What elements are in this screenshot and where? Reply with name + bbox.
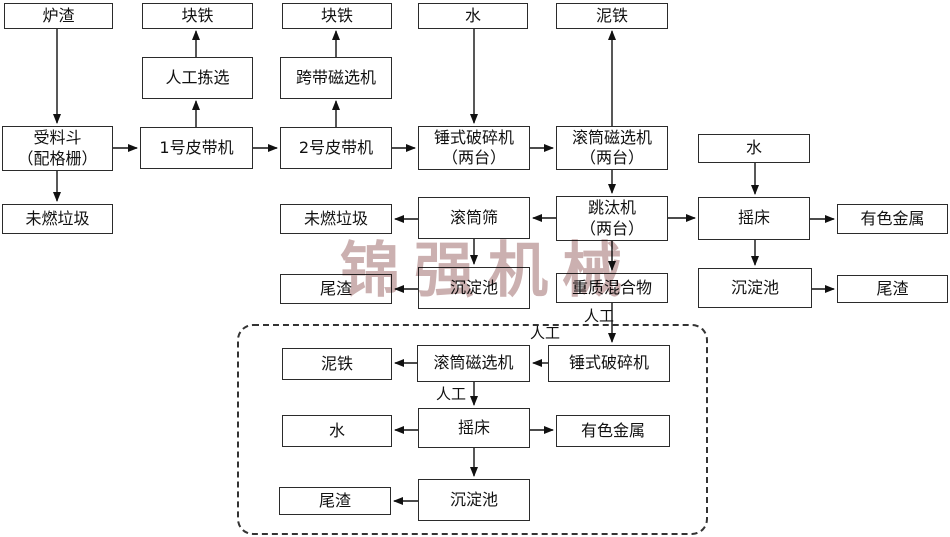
node-heavy-mixture: 重质混合物 (556, 273, 668, 303)
manual-transfer-label-3: 人工 (436, 385, 467, 403)
node-tailings-2: 尾渣 (837, 275, 948, 303)
node-manual-sorting: 人工拣选 (142, 57, 253, 99)
node-drum-screen: 滚筒筛 (418, 197, 530, 239)
node-shaking-table-1: 摇床 (698, 197, 810, 240)
node-belt-conveyor-1: 1号皮带机 (140, 127, 253, 169)
node-drum-magnetic-separator-1: 滚筒磁选机 （两台） (556, 126, 668, 170)
node-sedimentation-pool-1: 沉淀池 (418, 267, 530, 309)
node-water-1: 水 (418, 3, 528, 29)
node-lump-iron-1: 块铁 (142, 3, 253, 29)
node-shaking-table-2: 摇床 (418, 408, 530, 448)
node-sedimentation-pool-3: 沉淀池 (418, 479, 530, 521)
node-drum-magnetic-separator-2: 滚筒磁选机 (417, 345, 530, 382)
node-lump-iron-2: 块铁 (282, 3, 392, 29)
node-receiving-hopper: 受料斗 （配格栅） (2, 126, 113, 171)
node-mud-iron-2: 泥铁 (282, 348, 392, 380)
node-belt-conveyor-2: 2号皮带机 (280, 127, 392, 169)
node-jig-machine: 跳汰机 （两台） (556, 196, 668, 241)
manual-transfer-label-1: 人工 (584, 307, 615, 325)
node-hammer-crusher-1: 锤式破碎机 （两台） (418, 126, 530, 170)
manual-reprocessing-group (237, 324, 708, 535)
node-tailings-3: 尾渣 (279, 487, 391, 515)
node-tailings-1: 尾渣 (280, 274, 392, 304)
node-nonferrous-metal-1: 有色金属 (837, 204, 948, 234)
node-unburned-waste-2: 未燃垃圾 (280, 204, 392, 234)
node-nonferrous-metal-2: 有色金属 (556, 415, 670, 447)
node-water-2: 水 (698, 134, 810, 163)
node-sedimentation-pool-2: 沉淀池 (698, 268, 812, 308)
node-mud-iron-1: 泥铁 (556, 3, 668, 29)
node-slag: 炉渣 (4, 3, 113, 29)
node-unburned-waste-1: 未燃垃圾 (2, 204, 113, 234)
node-crossbelt-magnetic-separator: 跨带磁选机 (280, 57, 392, 99)
node-hammer-crusher-2: 锤式破碎机 (548, 345, 670, 382)
node-water-3: 水 (282, 415, 392, 447)
manual-transfer-label-2: 人工 (530, 324, 561, 342)
